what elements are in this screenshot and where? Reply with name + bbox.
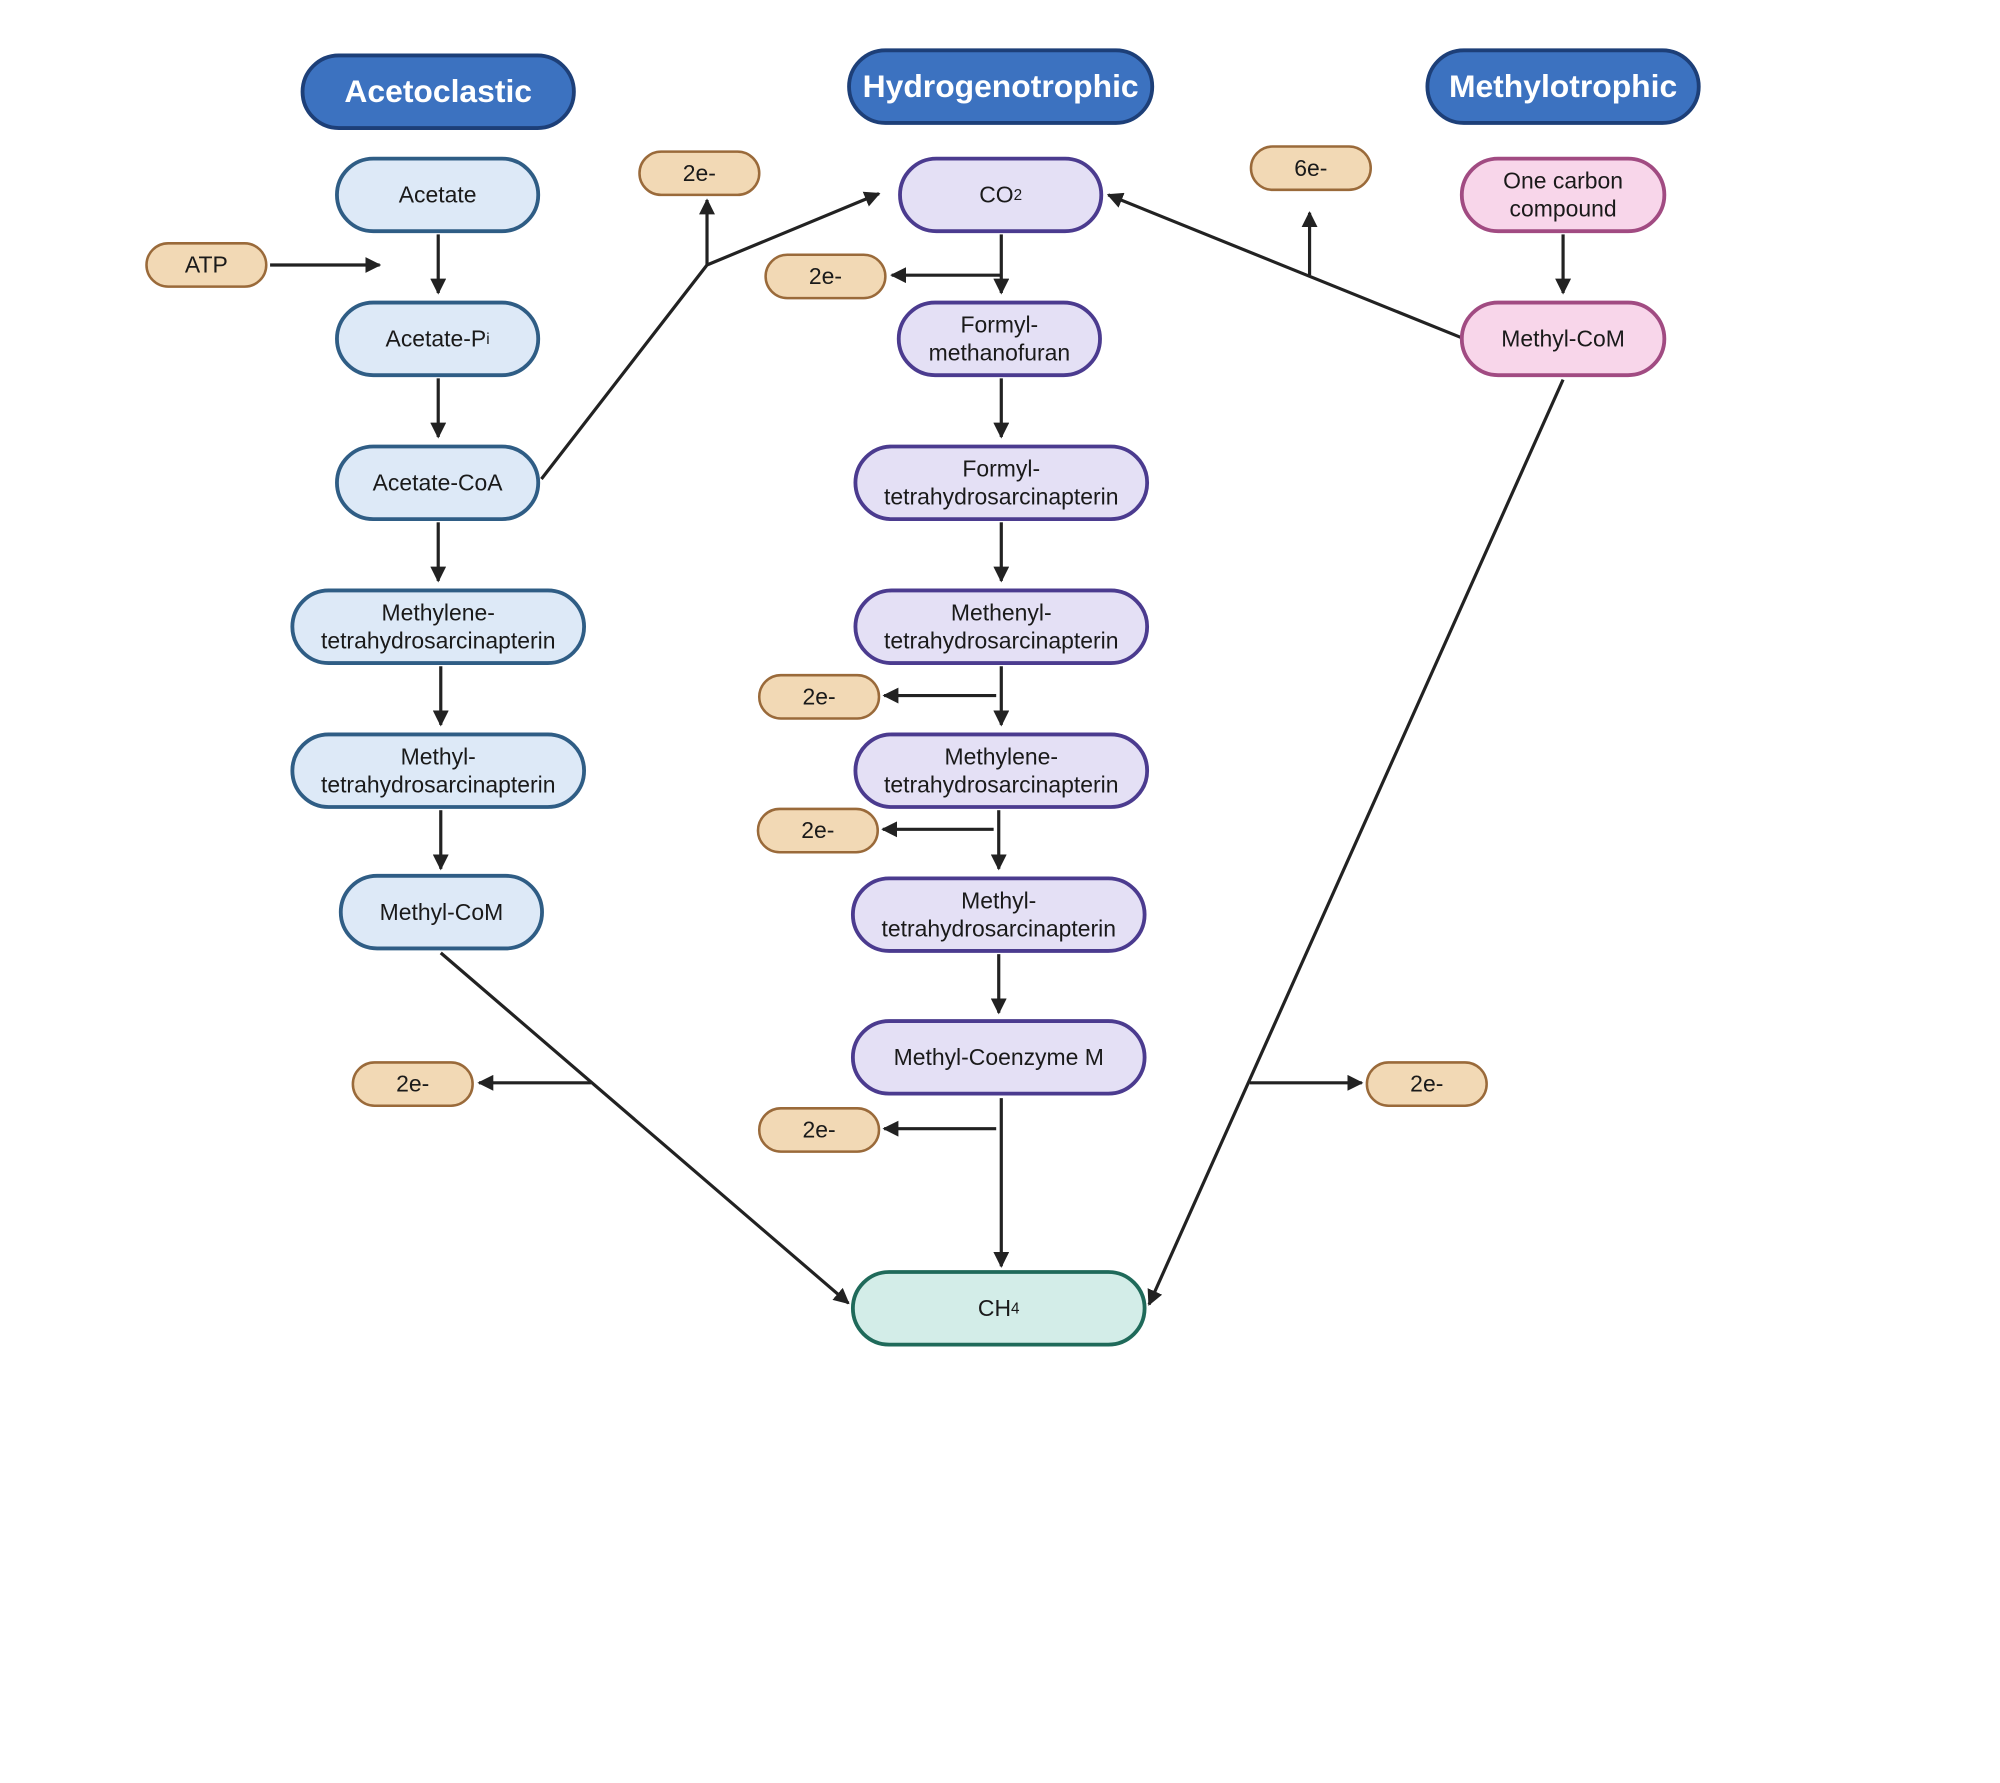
node-hydro-methyl-thsp: Methyl- tetrahydrosarcinapterin (850, 876, 1147, 953)
co2-label: CO (979, 182, 1014, 208)
node-methyl-coenzyme-m: Methyl-Coenzyme M (850, 1019, 1147, 1096)
node-acetoclastic-methyl-com: Methyl-CoM (338, 873, 544, 951)
node-hydro-electrons-1: 2e- (764, 253, 887, 300)
acetate-pi-label: Acetate-P (385, 326, 487, 352)
node-acetoclastic-electrons-bottom: 2e- (351, 1061, 474, 1108)
header-acetoclastic: Acetoclastic (300, 53, 576, 130)
node-acetate-coa: Acetate-CoA (335, 444, 541, 522)
node-methylo-electrons-bottom: 2e- (1365, 1061, 1488, 1108)
arrow-acetoclastic-to-ch4 (439, 951, 850, 1305)
node-hydro-methylene-thsp: Methylene- tetrahydrosarcinapterin (853, 732, 1150, 809)
node-methenyl-thsp: Methenyl- tetrahydrosarcinapterin (853, 588, 1150, 665)
node-formyl-thsp: Formyl- tetrahydrosarcinapterin (853, 444, 1150, 522)
node-methylo-electrons-top: 6e- (1249, 145, 1372, 192)
node-one-carbon-compound: One carbon compound (1459, 156, 1667, 234)
node-methylo-methyl-com: Methyl-CoM (1459, 300, 1667, 378)
node-acetoclastic-electrons-top: 2e- (638, 150, 761, 197)
node-acetate: Acetate (335, 156, 541, 234)
header-hydrogenotrophic: Hydrogenotrophic (847, 48, 1155, 125)
pathway-arrows (270, 191, 1572, 1306)
arrow-acetate-coa-to-co2 (540, 191, 881, 480)
ch4-subscript: 4 (1011, 1299, 1020, 1318)
node-hydro-electrons-4: 2e- (757, 1107, 881, 1153)
co2-subscript: 2 (1013, 185, 1023, 204)
node-formyl-methanofuran: Formyl- methanofuran (896, 300, 1102, 378)
node-hydro-electrons-2: 2e- (757, 673, 881, 720)
node-acetoclastic-methyl-thsp: Methyl- tetrahydrosarcinapterin (290, 732, 586, 809)
arrow-methyl-com-to-co2 (1106, 192, 1462, 340)
node-hydro-electrons-3: 2e- (756, 807, 879, 854)
node-acetoclastic-methylene-thsp: Methylene- tetrahydrosarcinapterin (290, 588, 586, 665)
header-methylotrophic: Methylotrophic (1425, 48, 1701, 125)
node-atp: ATP (145, 242, 268, 288)
ch4-label: CH (977, 1295, 1012, 1322)
acetate-pi-subscript: i (486, 329, 490, 348)
arrow-methylotrophic-to-ch4 (1147, 378, 1565, 1306)
